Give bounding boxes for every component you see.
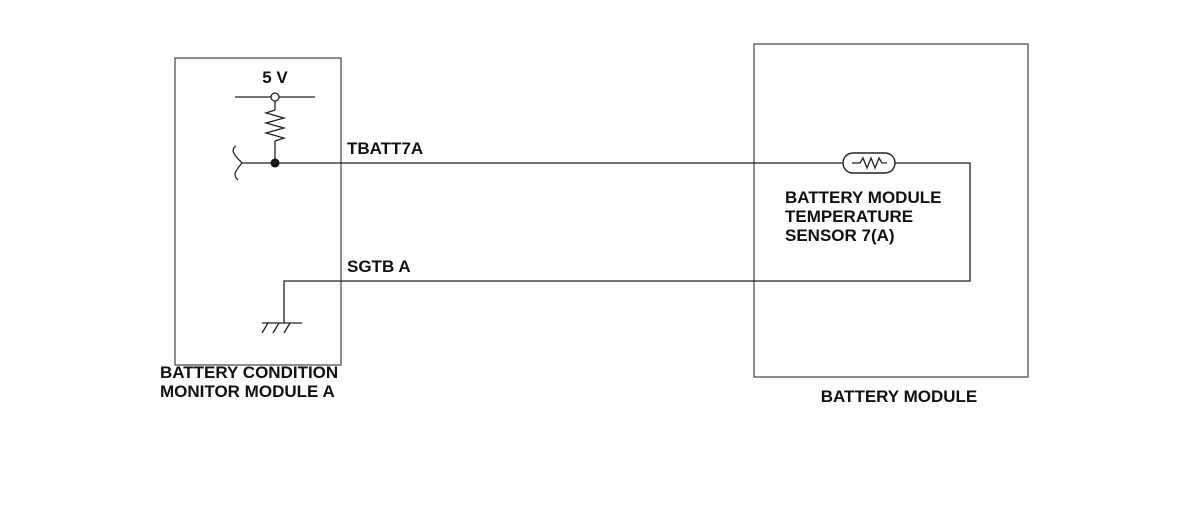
signal-wire-label: TBATT7A bbox=[347, 139, 423, 158]
left-module-label-line1: BATTERY CONDITION bbox=[160, 363, 338, 382]
ground-wire-label: SGTB A bbox=[347, 257, 411, 276]
thermistor-icon bbox=[842, 152, 896, 174]
voltage-label: 5 V bbox=[262, 68, 288, 87]
sensor-label-line3: SENSOR 7(A) bbox=[785, 226, 895, 245]
ground-icon bbox=[261, 322, 302, 334]
battery-module-box bbox=[753, 43, 1029, 378]
sensor-return-wire bbox=[283, 162, 971, 323]
supply-5v-terminal bbox=[235, 92, 315, 102]
battery-condition-monitor-module-box bbox=[174, 57, 342, 366]
sensor-label-line1: BATTERY MODULE bbox=[785, 188, 941, 207]
internal-circuit-tail bbox=[232, 145, 275, 181]
right-module-label: BATTERY MODULE bbox=[821, 387, 977, 406]
pull-up-resistor-symbol bbox=[263, 101, 287, 163]
sensor-label-line2: TEMPERATURE bbox=[785, 207, 913, 226]
left-module-label-line2: MONITOR MODULE A bbox=[160, 382, 335, 401]
